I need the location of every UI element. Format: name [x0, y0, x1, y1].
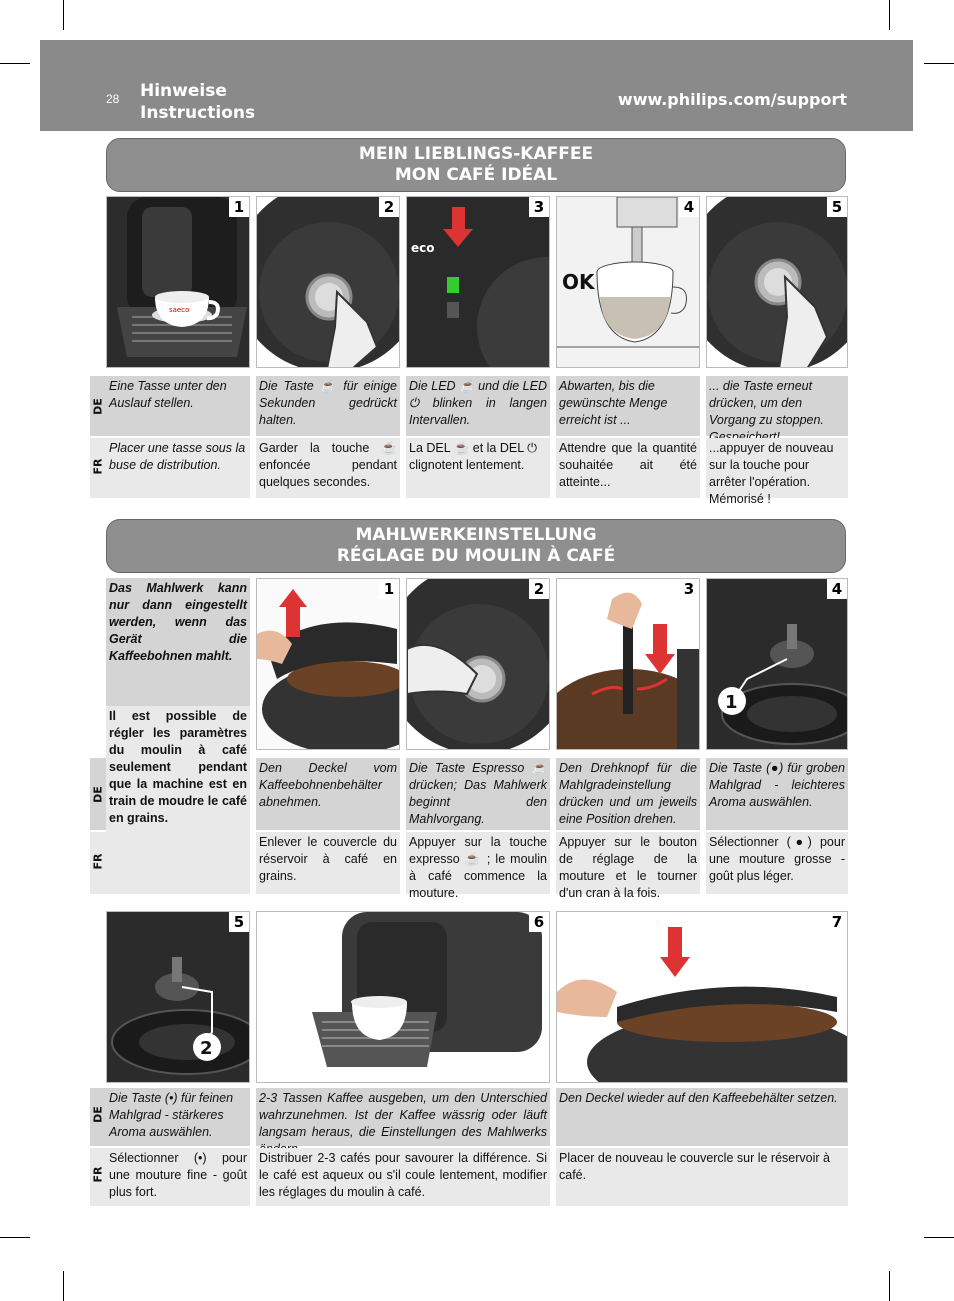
step-text-de: Den Deckel wieder auf den Kaffeebehälter… — [556, 1088, 848, 1146]
page-number: 28 — [106, 92, 120, 106]
crop-mark — [889, 0, 890, 30]
crop-mark — [924, 1237, 954, 1238]
crop-mark — [0, 63, 30, 64]
step-text-fr: La DEL ☕ et la DEL ⏻ clignotent lentemen… — [406, 438, 550, 498]
step-text-de: Den Drehknopf für die Mahlgradeinstellun… — [556, 758, 700, 830]
brew-cups-illustration — [257, 912, 549, 1082]
step-text-fr: Enlever le couvercle du réservoir à café… — [256, 832, 400, 894]
step-image-remove-lid: 1 — [256, 578, 400, 750]
step-image-replace-lid: 7 — [556, 911, 848, 1083]
lang-tag-de: DE — [91, 1106, 105, 1123]
section-title-de: MAHLWERKEINSTELLUNG — [355, 525, 597, 545]
step-text-de: 2-3 Tassen Kaffee ausgeben, um den Unter… — [256, 1088, 550, 1156]
replace-lid-illustration — [557, 912, 847, 1082]
step-number: 5 — [229, 912, 249, 932]
step-text-fr: ...appuyer de nouveau sur la touche pour… — [706, 438, 848, 506]
step-number: 3 — [529, 197, 549, 217]
lang-label-cell-de — [90, 1088, 106, 1146]
step-text-fr: Attendre que la quantité souhaitée ait é… — [556, 438, 700, 498]
lang-label-cell-de — [90, 376, 106, 436]
section-title-de: MEIN LIEBLINGS-KAFFEE — [358, 144, 594, 164]
step-image-led-blink: eco 3 — [406, 196, 550, 368]
step-image-coarse-grind: 1 4 — [706, 578, 848, 750]
crop-mark — [0, 1237, 30, 1238]
callout-2-label: 2 — [200, 1038, 213, 1059]
step-text-fr: Sélectionner (•) pour une mouture fine -… — [106, 1148, 250, 1206]
callout-1-label: 1 — [725, 692, 738, 713]
crop-mark — [63, 1271, 64, 1301]
step-image-turn-knob: 3 — [556, 578, 700, 750]
turn-knob-illustration — [557, 579, 699, 749]
lang-label-cell-fr — [90, 438, 106, 498]
step-number: 2 — [529, 579, 549, 599]
header-title-de: Hinweise — [140, 81, 227, 101]
press-button-illustration — [257, 197, 399, 367]
remove-lid-illustration — [257, 579, 399, 749]
step-image-brew-cups: 6 — [256, 911, 550, 1083]
step-number: 7 — [827, 912, 847, 932]
page-header: 28 Hinweise Instructions www.philips.com… — [40, 40, 913, 131]
step-text-fr: Garder la touche ☕ enfoncée pendant quel… — [256, 438, 400, 498]
cup-filling-illustration: OK — [557, 197, 699, 367]
section-title-fr: RÉGLAGE DU MOULIN À CAFÉ — [336, 546, 616, 566]
step-number: 4 — [679, 197, 699, 217]
step-image-press-espresso: 2 — [406, 578, 550, 750]
step-image-hold-button: 2 — [256, 196, 400, 368]
led-panel-illustration: eco — [407, 197, 549, 367]
step-number: 3 — [679, 579, 699, 599]
step-image-fine-grind: 2 5 — [106, 911, 250, 1083]
svg-text:eco: eco — [411, 241, 435, 255]
step-text-de: Die Taste (●) für groben Mahlgrad - leic… — [706, 758, 848, 830]
lang-label-cell-fr — [90, 832, 106, 894]
crop-mark — [924, 63, 954, 64]
lang-label-cell-de — [90, 758, 106, 830]
crop-mark — [63, 0, 64, 30]
grinder-intro-de: Das Mahlwerk kann nur dann eingestellt w… — [106, 578, 250, 706]
step-text-de: Eine Tasse unter den Auslauf stellen. — [106, 376, 250, 436]
grinder-intro-fr: Il est possible de régler les paramètres… — [106, 706, 250, 894]
lang-tag-fr: FR — [91, 853, 105, 870]
header-title-fr: Instructions — [140, 103, 256, 123]
step-text-fr: Appuyer sur le bouton de réglage de la m… — [556, 832, 700, 900]
step-text-de: Die Taste (•) für feinen Mahlgrad - stär… — [106, 1088, 250, 1146]
step-image-press-again: 5 — [706, 196, 848, 368]
section-banner-favourite-coffee: MEIN LIEBLINGS-KAFFEE MON CAFÉ IDÉAL — [106, 138, 846, 192]
header-title: Hinweise Instructions — [140, 80, 255, 124]
step-text-de: Die Taste Espresso ☕ drücken; Das Mahlwe… — [406, 758, 550, 830]
step-image-place-cup: saeco 1 — [106, 196, 250, 368]
crop-mark — [889, 1271, 890, 1301]
step-text-fr: Placer une tasse sous la buse de distrib… — [106, 438, 250, 498]
step-text-de: Den Deckel vom Kaffeebohnenbehälter abne… — [256, 758, 400, 830]
section-banner-grinder-setting: MAHLWERKEINSTELLUNG RÉGLAGE DU MOULIN À … — [106, 519, 846, 573]
step-text-fr: Sélectionner (●) pour une mouture grosse… — [706, 832, 848, 894]
fine-grind-illustration: 2 — [107, 912, 249, 1082]
lang-label-cell-fr — [90, 1148, 106, 1206]
step-image-wait-quantity: OK 4 — [556, 196, 700, 368]
step-text-fr: Placer de nouveau le couvercle sur le ré… — [556, 1148, 848, 1206]
ok-label: OK — [562, 270, 596, 294]
step-number: 1 — [379, 579, 399, 599]
section-title-fr: MON CAFÉ IDÉAL — [394, 165, 558, 185]
lang-tag-fr: FR — [91, 1166, 105, 1183]
press-button-again-illustration — [707, 197, 847, 367]
step-text-de: ... die Taste erneut drücken, um den Vor… — [706, 376, 848, 444]
cup-brand-logo: saeco — [169, 306, 189, 314]
step-number: 4 — [827, 579, 847, 599]
step-text-fr: Distribuer 2-3 cafés pour savourer la di… — [256, 1148, 550, 1206]
step-number: 1 — [229, 197, 249, 217]
coarse-grind-illustration: 1 — [707, 579, 847, 749]
step-number: 5 — [827, 197, 847, 217]
step-number: 6 — [529, 912, 549, 932]
lang-tag-de: DE — [91, 786, 105, 803]
press-espresso-illustration — [407, 579, 549, 749]
step-text-de: Die LED ☕ und die LED ⏻ blinken in lange… — [406, 376, 550, 436]
step-number: 2 — [379, 197, 399, 217]
support-url[interactable]: www.philips.com/support — [617, 90, 847, 109]
step-text-fr: Appuyer sur la touche expresso ☕ ; le mo… — [406, 832, 550, 900]
step-text-de: Die Taste ☕ für einige Sekunden gedrückt… — [256, 376, 400, 436]
lang-tag-fr: FR — [91, 458, 105, 475]
step-text-de: Abwarten, bis die gewünschte Menge errei… — [556, 376, 700, 436]
lang-tag-de: DE — [91, 398, 105, 415]
machine-with-cup-illustration: saeco — [117, 197, 247, 357]
